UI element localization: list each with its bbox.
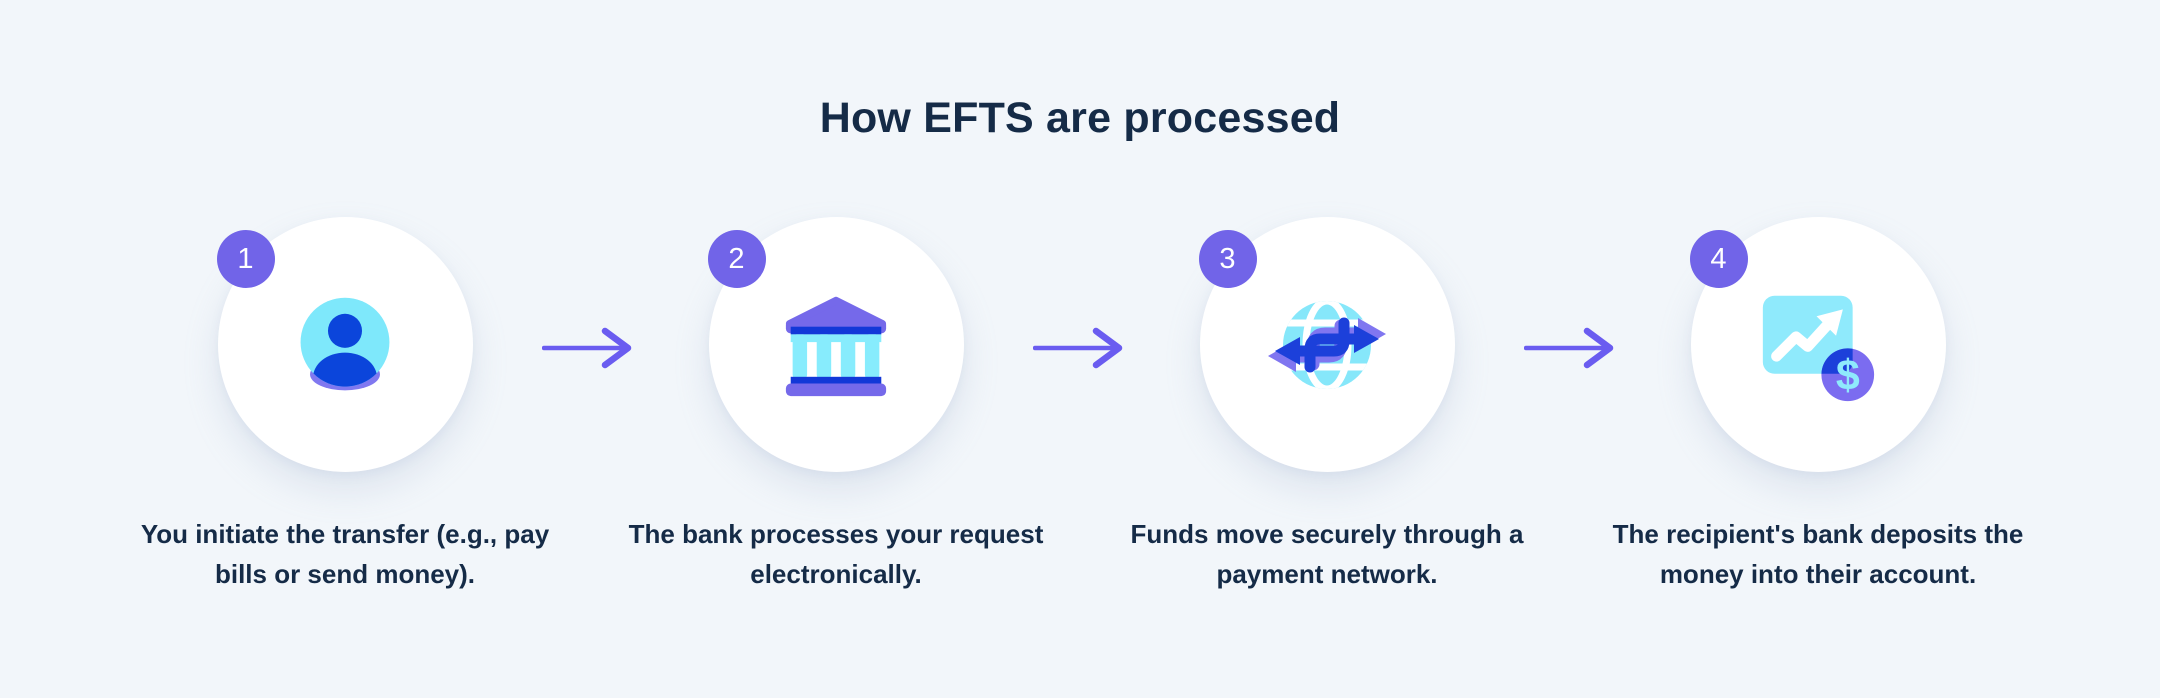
step-deposit: 4 $ The recipient's bank deposits the mo… <box>1598 217 2038 594</box>
step-caption: You initiate the transfer (e.g., pay bil… <box>140 519 550 589</box>
step-initiate-transfer: 1 You initiate the transfer (e.g., pay b… <box>125 217 565 594</box>
step-circle: 3 <box>1198 217 1455 472</box>
flow-arrow <box>542 324 638 372</box>
flow-arrow <box>1524 324 1620 372</box>
step-circle: 1 <box>216 217 473 472</box>
step-bank-processes: 2 The bank processes your request electr… <box>616 217 1056 594</box>
step-number-badge: 2 <box>707 230 766 288</box>
step-circle: 2 <box>707 217 964 472</box>
step-circle: 4 $ <box>1689 217 1946 472</box>
user-icon <box>293 293 397 397</box>
step-caption: The recipient's bank deposits the money … <box>1612 519 2024 589</box>
step-number-badge: 3 <box>1198 230 1257 288</box>
step-number-badge: 1 <box>216 230 275 288</box>
step-caption: The bank processes your request electron… <box>628 519 1044 589</box>
deposit-chart-icon: $ <box>1757 284 1879 406</box>
bank-icon <box>778 292 894 398</box>
payment-network-icon <box>1252 285 1402 405</box>
step-number-badge: 4 <box>1689 230 1748 288</box>
page-title: How EFTS are processed <box>819 94 1341 142</box>
dollar-sign: $ <box>1836 351 1860 399</box>
step-caption: Funds move securely through a payment ne… <box>1130 519 1524 589</box>
step-payment-network: 3 <box>1107 217 1547 594</box>
flow-arrow <box>1033 324 1129 372</box>
